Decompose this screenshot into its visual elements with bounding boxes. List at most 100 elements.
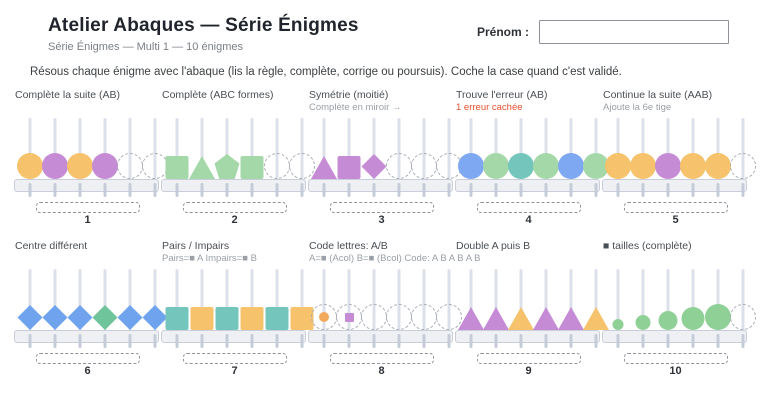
bead-circle[interactable] (680, 153, 706, 179)
validation-checkbox[interactable] (329, 353, 434, 364)
validation-checkbox[interactable] (182, 202, 287, 213)
rod-line (322, 118, 326, 179)
rod-stub (494, 183, 498, 197)
rod-line (128, 118, 132, 179)
rod-line (53, 118, 57, 179)
abacus-rod (288, 267, 316, 349)
name-input[interactable] (539, 20, 729, 44)
bead-circle[interactable] (705, 304, 731, 330)
bead-square[interactable] (240, 156, 264, 179)
bead-square[interactable] (240, 307, 264, 330)
bead-square[interactable] (165, 156, 189, 179)
abacus-rod (213, 267, 241, 349)
validation-checkbox[interactable] (35, 202, 140, 213)
empty-bead-slot[interactable] (411, 153, 437, 179)
abacus-rod (188, 116, 216, 198)
abacus-rod (729, 267, 757, 349)
bead-circle[interactable] (508, 153, 534, 179)
bead-square[interactable] (265, 307, 289, 330)
rod-stub (250, 334, 254, 348)
puzzle-subtitle (455, 253, 602, 266)
puzzle-title: Continue la suite (AAB) (603, 89, 713, 101)
bead-diamond[interactable] (117, 305, 143, 330)
rod-line (616, 269, 620, 330)
bead-triangle[interactable] (189, 156, 215, 179)
puzzle-6: Centre différent 6 (14, 240, 168, 377)
empty-bead-slot[interactable] (411, 304, 437, 330)
bead-circle[interactable] (458, 153, 484, 179)
empty-bead-slot[interactable] (117, 153, 143, 179)
bead-circle[interactable] (483, 153, 509, 179)
validation-checkbox[interactable] (476, 353, 581, 364)
bead-diamond[interactable] (17, 305, 43, 330)
puzzle-title: Pairs / Impairs (162, 240, 230, 252)
empty-bead-slot[interactable] (436, 304, 462, 330)
rod-line (153, 118, 157, 179)
abacus-rod (532, 116, 560, 198)
empty-bead-slot[interactable] (264, 153, 290, 179)
bead-circle[interactable] (558, 153, 584, 179)
puzzle-number: 9 (525, 365, 532, 377)
bead-circle[interactable] (67, 153, 93, 179)
bead-circle[interactable] (705, 153, 731, 179)
puzzle-2: Complète (ABC formes) 2 (161, 89, 315, 226)
puzzle-title: Complète la suite (AB) (15, 89, 121, 101)
bead-triangle[interactable] (558, 307, 584, 330)
bead-pentagon[interactable] (214, 154, 240, 179)
bead-circle[interactable] (630, 153, 656, 179)
bead-square[interactable] (290, 307, 314, 330)
bead-square[interactable] (165, 307, 189, 330)
validation-checkbox[interactable] (35, 353, 140, 364)
bead-circle[interactable] (17, 153, 43, 179)
bead-circle[interactable] (605, 153, 631, 179)
rod-line (322, 269, 326, 330)
rod-stub (128, 183, 132, 197)
bead-triangle[interactable] (508, 307, 534, 330)
empty-bead-slot[interactable] (336, 304, 362, 330)
empty-bead-slot[interactable] (311, 304, 337, 330)
bead-diamond[interactable] (361, 154, 387, 179)
rod-line (544, 269, 548, 330)
bead-square[interactable] (337, 156, 361, 179)
bead-circle[interactable] (635, 315, 651, 330)
bead-circle[interactable] (655, 153, 681, 179)
rod-stub (469, 334, 473, 348)
bead-circle[interactable] (533, 153, 559, 179)
abacus-rod (41, 116, 69, 198)
bead-square[interactable] (190, 307, 214, 330)
empty-bead-slot[interactable] (386, 153, 412, 179)
abacus-rod (629, 116, 657, 198)
puzzle-subtitle: A=■ (Acol) B=■ (Bcol) Code: A B A B A B (309, 253, 481, 264)
abacus-rod (163, 116, 191, 198)
validation-checkbox[interactable] (623, 353, 728, 364)
validation-checkbox[interactable] (476, 202, 581, 213)
bead-diamond[interactable] (92, 305, 118, 330)
rod-line (372, 269, 376, 330)
abacus (455, 267, 609, 349)
empty-bead-slot[interactable] (386, 304, 412, 330)
validation-checkbox[interactable] (329, 202, 434, 213)
rod-line (716, 118, 720, 179)
abacus-rod (604, 116, 632, 198)
rod-stub (666, 183, 670, 197)
empty-bead-slot[interactable] (361, 304, 387, 330)
puzzle-title: Code lettres: A/B (309, 240, 388, 252)
bead-triangle[interactable] (483, 307, 509, 330)
validation-checkbox[interactable] (182, 353, 287, 364)
empty-bead-slot[interactable] (142, 153, 168, 179)
bead-triangle[interactable] (533, 307, 559, 330)
empty-bead-slot[interactable] (730, 153, 756, 179)
bead-square[interactable] (215, 307, 239, 330)
bead-diamond[interactable] (42, 305, 68, 330)
bead-circle[interactable] (92, 153, 118, 179)
empty-bead-slot[interactable] (730, 304, 756, 330)
bead-diamond[interactable] (67, 305, 93, 330)
bead-circle[interactable] (658, 311, 678, 330)
rod-line (347, 269, 351, 330)
bead-circle[interactable] (681, 307, 705, 330)
bead-circle[interactable] (612, 319, 624, 330)
bead-circle[interactable] (583, 153, 609, 179)
validation-checkbox[interactable] (623, 202, 728, 213)
empty-bead-slot[interactable] (289, 153, 315, 179)
bead-circle[interactable] (42, 153, 68, 179)
